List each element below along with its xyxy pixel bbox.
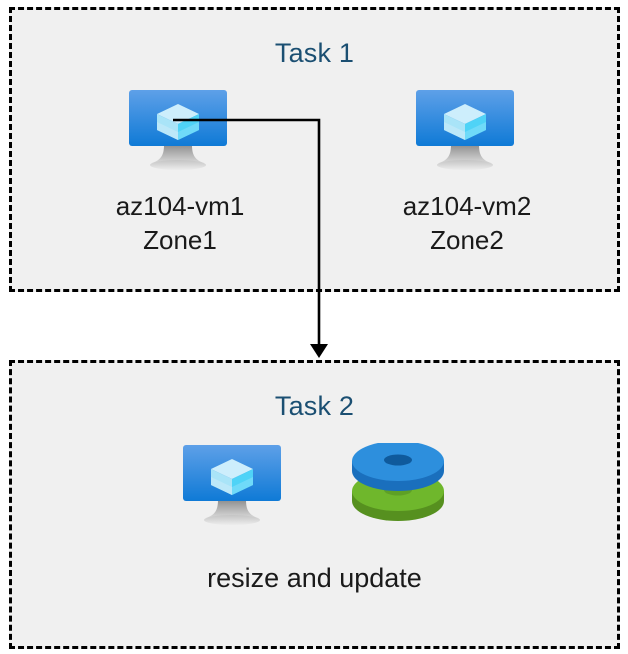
virtual-machine-icon xyxy=(415,88,519,174)
virtual-machine-icon[interactable] xyxy=(182,443,286,529)
vm-node-az104-vm2[interactable]: az104-vm2 Zone2 xyxy=(367,88,567,258)
task-2-title: Task 2 xyxy=(274,391,355,421)
vm-label-az104-vm2: az104-vm2 Zone2 xyxy=(402,191,532,256)
task-1-box: Task 1 xyxy=(9,7,620,292)
task-2-box: Task 2 xyxy=(9,360,620,649)
disks-icon[interactable] xyxy=(348,443,448,529)
virtual-machine-icon xyxy=(128,88,232,174)
vm-label-az104-vm1: az104-vm1 Zone1 xyxy=(115,191,245,256)
vm-node-az104-vm1[interactable]: az104-vm1 Zone1 xyxy=(80,88,280,258)
task-2-icon-row xyxy=(12,443,617,529)
task-1-title: Task 1 xyxy=(274,38,355,68)
task-2-caption: resize and update xyxy=(207,563,422,593)
